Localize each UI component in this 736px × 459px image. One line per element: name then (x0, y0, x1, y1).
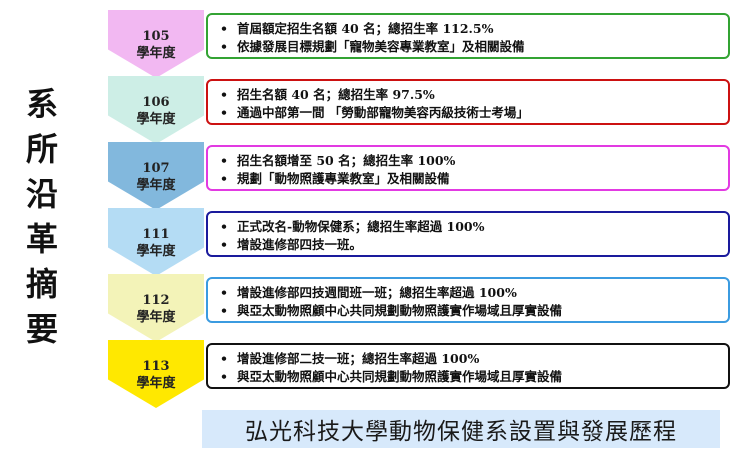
milestone-item: 招生名額增至 50 名；總招生率 100% (220, 152, 728, 170)
year-number: 111 (142, 227, 170, 242)
milestone-item: 依據發展目標規劃「寵物美容專業教室」及相關設備 (220, 38, 728, 56)
milestone-item: 與亞太動物照顧中心共同規劃動物照護實作場域且厚實設備 (220, 368, 728, 386)
year-number: 107 (142, 161, 170, 176)
year-label: 學年度 (136, 244, 176, 259)
side-title-char: 革 (25, 220, 58, 258)
milestone-item: 增設進修部四技一班。 (220, 236, 728, 254)
year-label: 學年度 (136, 376, 176, 391)
year-chevron-113: 113 學年度 (108, 340, 204, 408)
year-label: 學年度 (136, 46, 176, 61)
side-title-char: 摘 (25, 265, 58, 303)
milestone-item: 與亞太動物照顧中心共同規劃動物照護實作場域且厚實設備 (220, 302, 728, 320)
side-title-char: 沿 (25, 175, 58, 213)
year-number: 113 (142, 359, 170, 374)
side-title: 系 所 沿 革 摘 要 (18, 82, 66, 352)
milestone-item: 通過中部第一間 「勞動部寵物美容丙級技術士考場」 (220, 104, 728, 122)
footer-caption: 弘光科技大學動物保健系設置與發展歷程 (202, 410, 720, 448)
milestone-box-112: 增設進修部四技週間班一班；總招生率超過 100% 與亞太動物照顧中心共同規劃動物… (206, 277, 730, 323)
milestone-box-106: 招生名額 40 名；總招生率 97.5% 通過中部第一間 「勞動部寵物美容丙級技… (206, 79, 730, 125)
milestone-item: 增設進修部四技週間班一班；總招生率超過 100% (220, 284, 728, 302)
side-title-char: 系 (25, 85, 58, 123)
milestone-item: 增設進修部二技一班；總招生率超過 100% (220, 350, 728, 368)
year-number: 106 (142, 95, 170, 110)
year-number: 105 (142, 29, 170, 44)
milestone-item: 規劃「動物照護專業教室」及相關設備 (220, 170, 728, 188)
year-chevron-112: 112 學年度 (108, 274, 204, 342)
milestone-box-113: 增設進修部二技一班；總招生率超過 100% 與亞太動物照顧中心共同規劃動物照護實… (206, 343, 730, 389)
year-label: 學年度 (136, 178, 176, 193)
year-chevron-107: 107 學年度 (108, 142, 204, 210)
milestone-box-105: 首屆額定招生名額 40 名；總招生率 112.5% 依據發展目標規劃「寵物美容專… (206, 13, 730, 59)
milestone-box-111: 正式改名-動物保健系；總招生率超過 100% 增設進修部四技一班。 (206, 211, 730, 257)
side-title-char: 所 (25, 130, 58, 168)
year-label: 學年度 (136, 112, 176, 127)
year-label: 學年度 (136, 310, 176, 325)
year-chevron-106: 106 學年度 (108, 76, 204, 144)
milestone-box-107: 招生名額增至 50 名；總招生率 100% 規劃「動物照護專業教室」及相關設備 (206, 145, 730, 191)
year-number: 112 (142, 293, 170, 308)
milestone-item: 招生名額 40 名；總招生率 97.5% (220, 86, 728, 104)
milestone-item: 正式改名-動物保健系；總招生率超過 100% (220, 218, 728, 236)
year-chevron-105: 105 學年度 (108, 10, 204, 78)
side-title-char: 要 (25, 310, 58, 348)
milestone-item: 首屆額定招生名額 40 名；總招生率 112.5% (220, 20, 728, 38)
year-chevron-111: 111 學年度 (108, 208, 204, 276)
